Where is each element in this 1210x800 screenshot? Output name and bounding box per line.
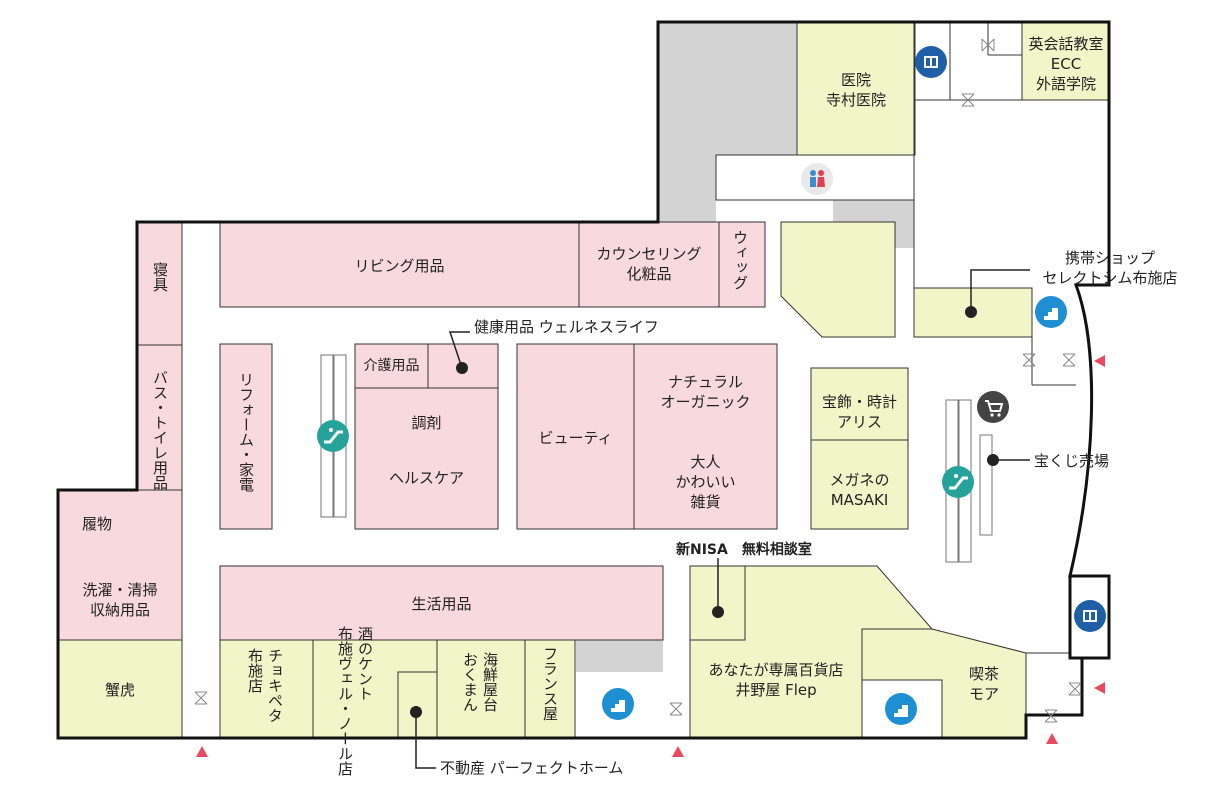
callout-nisa[interactable]: 新NISA 無料相談室 — [676, 542, 812, 558]
mobile-pin — [965, 306, 977, 318]
door-icon — [1062, 353, 1076, 367]
store-daily[interactable]: 生活用品 — [411, 595, 472, 613]
lottery-pin — [987, 454, 999, 466]
door-icon — [961, 93, 975, 107]
store-living[interactable]: リビング用品 — [354, 257, 445, 275]
living-zone — [219, 221, 580, 308]
door-icon — [1022, 353, 1036, 367]
store-healthcare[interactable]: ヘルスケア — [388, 469, 464, 487]
cart-icon[interactable] — [977, 391, 1009, 423]
door-icon — [194, 691, 208, 705]
elevator-icon[interactable] — [1074, 600, 1106, 632]
store-adult[interactable]: 大人 かわいい 雑貨 — [675, 453, 736, 511]
elevator-icon[interactable] — [915, 46, 947, 78]
entrance-marker[interactable] — [196, 746, 208, 757]
wig-zone — [718, 221, 766, 308]
pharmacy-zone — [354, 387, 499, 530]
store-dispensing[interactable]: 調剤 — [411, 414, 442, 432]
glasses-zone — [810, 439, 909, 530]
beauty-zone — [516, 343, 635, 530]
bedding-zone — [136, 221, 183, 346]
door-icon — [981, 38, 995, 52]
realestate-pin — [410, 706, 422, 718]
entrance-marker[interactable] — [1094, 682, 1105, 694]
door-icon — [1068, 682, 1082, 696]
shoes-zone — [57, 489, 183, 641]
store-care[interactable]: 介護用品 — [363, 358, 420, 374]
store-bedding[interactable]: 寝具 — [151, 262, 169, 292]
stairs-icon[interactable] — [1035, 296, 1067, 328]
reform-zone — [219, 343, 273, 530]
restroom-icon[interactable] — [801, 163, 833, 195]
store-jewelry[interactable]: 宝飾・時計 アリス — [821, 393, 897, 431]
store-english[interactable]: 英会話教室 ECC 外語学院 — [1028, 35, 1104, 93]
kanitora-zone — [57, 639, 183, 739]
stairs-icon[interactable] — [602, 688, 634, 720]
natural-zone — [633, 343, 778, 530]
escalator-icon[interactable] — [317, 420, 349, 452]
gray-area — [576, 640, 663, 672]
callout-mobile[interactable]: 携帯ショップ セレクトシム布施店 — [1042, 249, 1178, 287]
store-kaisen[interactable]: 海鮮屋台 おくまん — [461, 652, 499, 712]
cosmetics-zone — [578, 221, 720, 308]
store-natural[interactable]: ナチュラル オーガニック — [660, 373, 751, 411]
wellness-pin — [456, 362, 468, 374]
store-wig[interactable]: ウィッグ — [731, 230, 749, 290]
callout-wellness[interactable]: 健康用品 ウェルネスライフ — [474, 318, 659, 336]
store-reform[interactable]: リフォーム・家電 — [237, 372, 255, 492]
outer-wall — [56, 20, 1111, 740]
store-inoya[interactable]: あなたが専属百貨店 井野屋 Flep — [708, 661, 844, 699]
callout-realestate[interactable]: 不動産 パーフェクトホーム — [440, 759, 624, 777]
store-kanitora[interactable]: 蟹虎 — [104, 681, 135, 699]
entrance-marker[interactable] — [672, 746, 684, 757]
english-zone — [1021, 21, 1110, 101]
nisa-pin — [712, 606, 724, 618]
store-beauty[interactable]: ビューティ — [538, 429, 613, 447]
gray-area — [658, 22, 797, 222]
store-france[interactable]: フランス屋 — [541, 646, 559, 721]
door-icon — [669, 702, 683, 716]
callout-lottery[interactable]: 宝くじ売場 — [1034, 452, 1110, 470]
store-shoes[interactable]: 履物 — [82, 515, 113, 533]
yellow-zone — [780, 221, 896, 338]
daily-zone — [219, 565, 664, 641]
store-sake[interactable]: 酒のケント 布施ヴェル・ノール店 — [336, 626, 374, 776]
entrance-marker[interactable] — [1046, 733, 1058, 744]
store-glasses[interactable]: メガネの MASAKI — [829, 471, 890, 509]
store-laundry[interactable]: 洗濯・清掃 収納用品 — [82, 581, 158, 619]
stairs-icon[interactable] — [885, 693, 917, 725]
store-chokipeta[interactable]: チョキペタ 布施店 — [246, 648, 284, 723]
store-clinic[interactable]: 医院 寺村医院 — [825, 71, 886, 109]
store-bath[interactable]: バス・トイレ用品 — [151, 370, 169, 490]
entrance-marker[interactable] — [1094, 355, 1105, 367]
store-cosmetics[interactable]: カウンセリング 化粧品 — [596, 245, 702, 283]
jewelry-zone — [810, 367, 909, 441]
escalator-icon[interactable] — [942, 466, 974, 498]
store-cafe[interactable]: 喫茶 モア — [968, 665, 999, 703]
door-icon — [1044, 709, 1058, 723]
